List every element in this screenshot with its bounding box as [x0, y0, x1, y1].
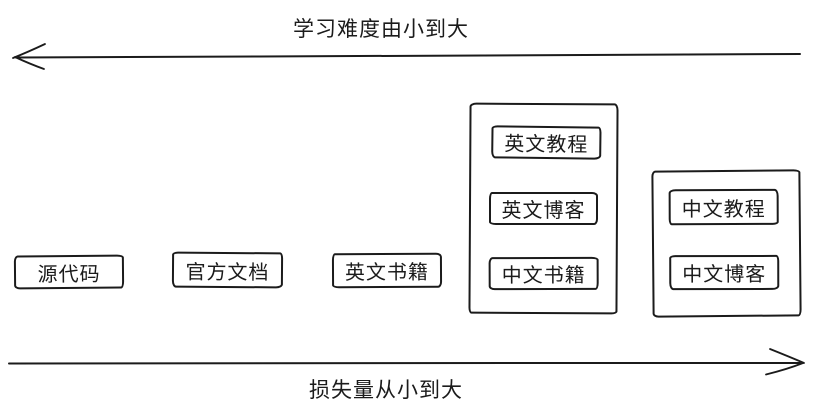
- box-official-docs-label: 官方文档: [185, 261, 270, 284]
- bottom-axis-arrowhead-lower: [765, 362, 804, 376]
- box-english-tutorials-label: 英文教程: [504, 133, 589, 157]
- box-chinese-books: 中文书籍: [488, 256, 599, 291]
- top-axis-arrowhead-upper: [12, 43, 46, 59]
- box-english-tutorials: 英文教程: [491, 125, 602, 160]
- top-axis-label: 学习难度由小到大: [293, 18, 469, 41]
- left-arrow-icon: [12, 43, 801, 70]
- group-chinese-tutorials-blogs: 中文教程 中文博客: [651, 169, 802, 318]
- box-english-blogs: 英文博客: [489, 192, 598, 225]
- box-source-code: 源代码: [13, 254, 125, 290]
- box-chinese-blogs-label: 中文博客: [682, 263, 767, 287]
- box-english-blogs-label: 英文博客: [501, 200, 586, 222]
- box-chinese-tutorials: 中文教程: [668, 188, 779, 226]
- top-axis-arrow-line: [15, 53, 801, 59]
- box-english-books: 英文书籍: [331, 252, 443, 289]
- bottom-axis-arrow-line: [8, 361, 801, 365]
- box-english-books-label: 英文书籍: [344, 261, 430, 285]
- box-chinese-blogs: 中文博客: [669, 254, 780, 291]
- group-english-tutorials-blogs-chinese-books: 英文教程 英文博客 中文书籍: [468, 102, 619, 315]
- right-arrow-icon: [8, 348, 805, 376]
- bottom-axis-label: 损失量从小到大: [309, 379, 463, 402]
- top-axis-arrowhead-lower: [14, 56, 45, 70]
- box-source-code-label: 源代码: [37, 263, 101, 286]
- box-chinese-tutorials-label: 中文教程: [681, 198, 766, 221]
- box-chinese-books-label: 中文书籍: [501, 264, 586, 288]
- box-official-docs: 官方文档: [171, 251, 284, 289]
- bottom-axis-arrowhead-upper: [769, 348, 805, 364]
